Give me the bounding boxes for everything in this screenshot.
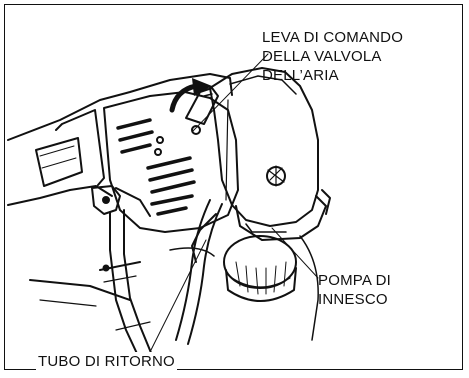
label-return-tube: TUBO DI RITORNO <box>36 352 177 371</box>
label-line: DELLA VALVOLA <box>262 48 382 65</box>
label-line: DELL’ARIA <box>262 67 339 84</box>
diagram-frame <box>4 4 463 370</box>
leader-pump <box>271 227 319 279</box>
arrow-head-icon <box>192 78 212 96</box>
bracket-assembly <box>29 185 155 361</box>
label-line: INNESCO <box>318 291 388 308</box>
right-frame <box>169 189 331 341</box>
leader-choke <box>191 53 269 133</box>
return-tube <box>175 199 223 345</box>
air-filter-cover <box>209 67 319 227</box>
leader-return <box>149 239 207 353</box>
label-line: LEVA DI COMANDO <box>262 29 404 46</box>
label-line: POMPA DI <box>318 272 392 289</box>
label-choke-lever: LEVA DI COMANDO DELLA VALVOLA DELL’ARIA <box>262 28 403 85</box>
primer-pump <box>223 235 297 302</box>
label-primer-pump: POMPA DI INNESCO <box>318 271 391 309</box>
leader-lines <box>149 53 319 353</box>
rotation-arrow-icon <box>169 83 199 113</box>
cylinder-fins <box>103 91 239 233</box>
